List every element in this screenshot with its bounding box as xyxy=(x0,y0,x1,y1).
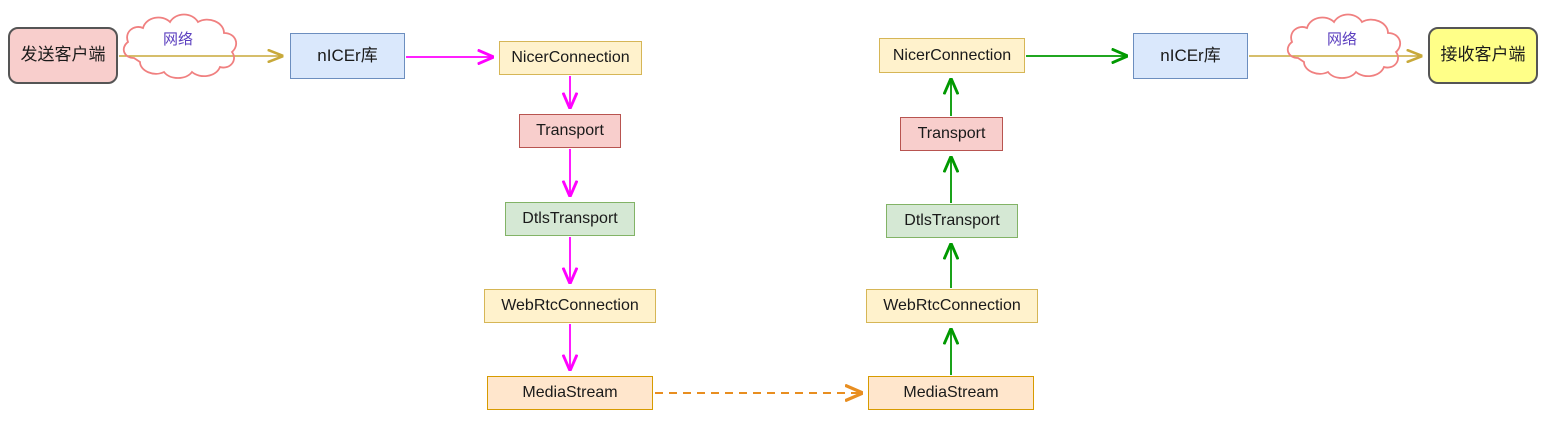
node-webrtc-connection-left[interactable]: WebRtcConnection xyxy=(484,289,656,323)
network-cloud-right-label: 网络 xyxy=(1327,31,1358,48)
node-label: Transport xyxy=(917,125,986,143)
node-label: nICEr库 xyxy=(1160,45,1221,65)
node-nicer-connection-left[interactable]: NicerConnection xyxy=(499,41,642,75)
node-dtls-transport-left[interactable]: DtlsTransport xyxy=(505,202,635,236)
node-transport-right[interactable]: Transport xyxy=(900,117,1003,151)
network-cloud-right-icon xyxy=(1286,13,1402,79)
node-media-stream-right[interactable]: MediaStream xyxy=(868,376,1034,410)
node-label: WebRtcConnection xyxy=(883,297,1021,315)
node-nicer-lib-left[interactable]: nICEr库 xyxy=(290,33,405,79)
node-label: DtlsTransport xyxy=(522,210,618,228)
node-label: 发送客户端 xyxy=(20,45,106,65)
network-cloud-left-icon xyxy=(122,13,238,79)
network-cloud-left-label: 网络 xyxy=(163,31,194,48)
node-label: NicerConnection xyxy=(511,49,630,67)
node-receiver-client[interactable]: 接收客户端 xyxy=(1428,27,1538,84)
node-media-stream-left[interactable]: MediaStream xyxy=(487,376,653,410)
node-dtls-transport-right[interactable]: DtlsTransport xyxy=(886,204,1018,238)
node-label: 接收客户端 xyxy=(1440,45,1526,65)
node-nicer-connection-right[interactable]: NicerConnection xyxy=(879,38,1025,73)
node-transport-left[interactable]: Transport xyxy=(519,114,621,148)
node-label: MediaStream xyxy=(522,384,618,402)
node-nicer-lib-right[interactable]: nICEr库 xyxy=(1133,33,1248,79)
node-label: MediaStream xyxy=(903,384,999,402)
node-label: Transport xyxy=(536,122,604,140)
node-label: nICEr库 xyxy=(317,45,378,65)
node-label: NicerConnection xyxy=(892,46,1012,64)
node-webrtc-connection-right[interactable]: WebRtcConnection xyxy=(866,289,1038,323)
node-label: DtlsTransport xyxy=(904,212,1000,230)
node-label: WebRtcConnection xyxy=(501,297,639,315)
node-sender-client[interactable]: 发送客户端 xyxy=(8,27,118,84)
